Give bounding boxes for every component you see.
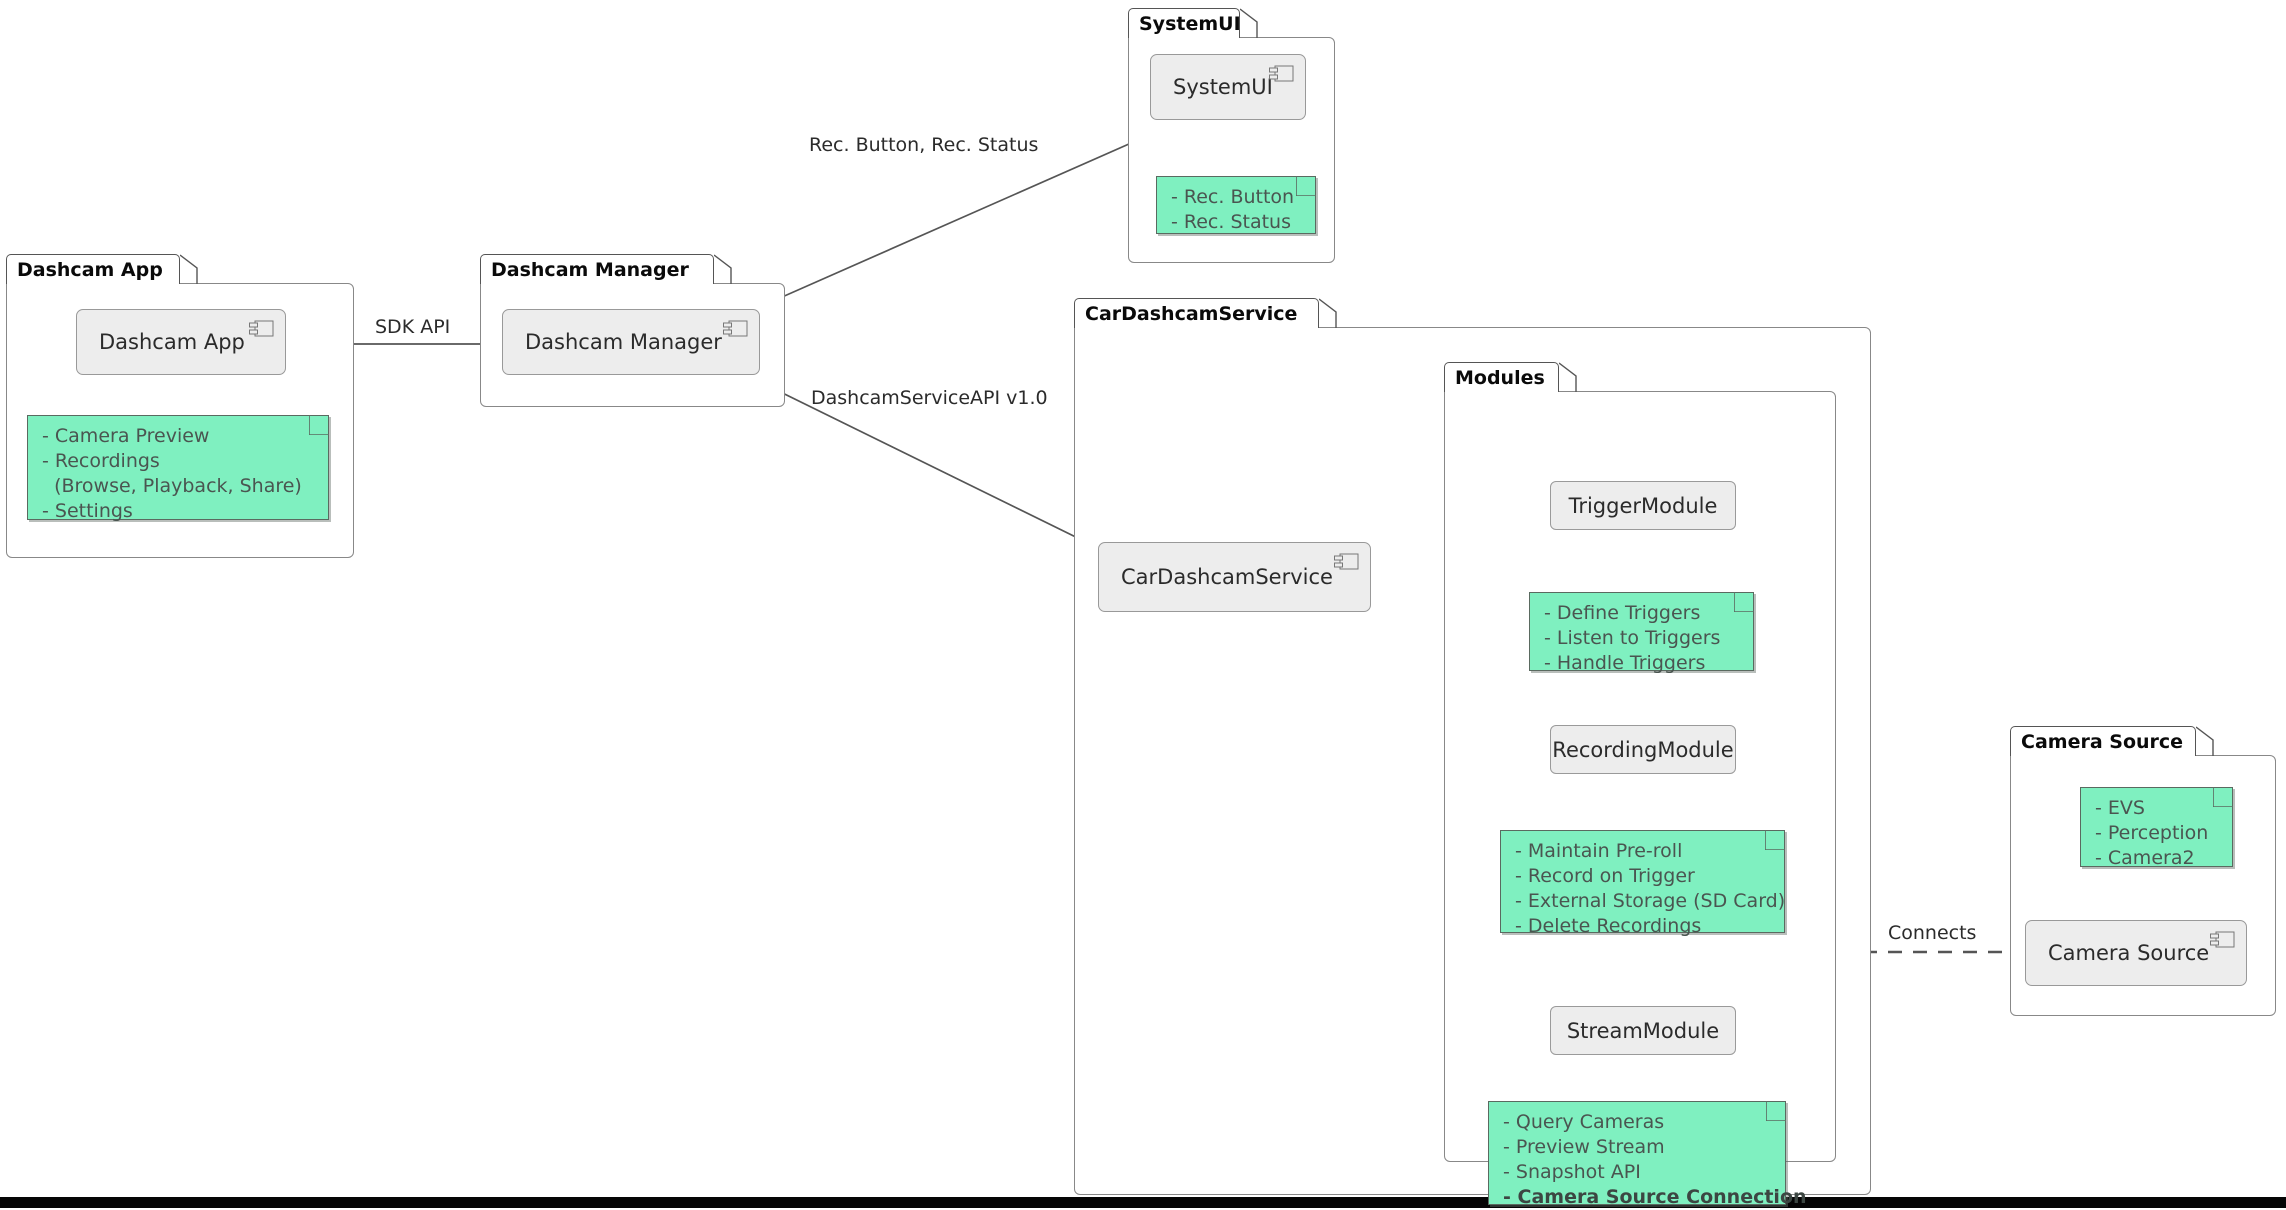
module-label: StreamModule (1566, 1018, 1720, 1043)
note-line: - Settings (42, 500, 133, 523)
package-cardashcamservice: CarDashcamService CarDashcamService Modu… (1074, 298, 1871, 1208)
note-trigger-module: - Define Triggers - Listen to Triggers -… (1529, 592, 1754, 674)
package-dashcam-app: Dashcam App Dashcam App - Camera Preview… (6, 254, 354, 558)
component-camera-source[interactable]: Camera Source (2025, 920, 2247, 986)
note-line: - Camera Preview (42, 425, 210, 447)
package-title-text: Dashcam App (17, 258, 163, 281)
note-line: - Camera2 (2095, 847, 2195, 870)
package-modules-title: Modules (1444, 362, 1559, 392)
component-icon (249, 320, 274, 337)
note-recording-module: - Maintain Pre-roll - Record on Trigger … (1500, 830, 1786, 937)
note-fold-icon (1765, 830, 1785, 850)
package-tab-slant (2196, 726, 2214, 756)
package-tab-slant (1240, 8, 1258, 38)
component-icon (2210, 931, 2235, 948)
note-line: - External Storage (SD Card) (1515, 890, 1786, 913)
note-line: - Record on Trigger (1515, 865, 1695, 888)
note-stream-module: - Query Cameras - Preview Stream - Snaps… (1488, 1101, 1807, 1208)
note-line: - Handle Triggers (1544, 652, 1706, 675)
component-label: Dashcam App (99, 330, 245, 354)
note-line: - Define Triggers (1544, 602, 1701, 624)
edge-manager-to-systemui (729, 139, 1139, 321)
edge-manager-to-service (751, 377, 1093, 546)
component-systemui[interactable]: SystemUI (1150, 54, 1306, 120)
component-icon (1334, 553, 1359, 570)
package-title-text: Camera Source (2021, 730, 2184, 753)
component-dashcam-app[interactable]: Dashcam App (76, 309, 286, 375)
edge-label-sdk-api: SDK API (375, 316, 451, 338)
note-line: - Maintain Pre-roll (1515, 840, 1683, 862)
package-title-text: CarDashcamService (1085, 302, 1298, 325)
note-line: - Preview Stream (1503, 1136, 1665, 1159)
note-line: - EVS (2095, 797, 2145, 819)
module-label: TriggerModule (1568, 493, 1718, 518)
module-label: RecordingModule (1552, 737, 1734, 762)
note-line-bold: - Camera Source Connection (1503, 1186, 1807, 1209)
package-camera-source-title: Camera Source (2010, 726, 2196, 756)
note-fold-icon (2213, 787, 2233, 807)
note-line: - Snapshot API (1503, 1161, 1641, 1184)
package-title-text: Modules (1455, 366, 1545, 389)
note-line: - Rec. Button (1171, 186, 1295, 208)
package-dashcam-manager-title: Dashcam Manager (480, 254, 714, 284)
module-recording-module[interactable]: RecordingModule (1550, 725, 1736, 774)
component-label: SystemUI (1173, 75, 1273, 99)
note-fold-icon (1296, 176, 1316, 196)
note-systemui: - Rec. Button - Rec. Status (1156, 176, 1316, 234)
note-line: - Recordings (42, 450, 160, 473)
edge-label-rec-button-status: Rec. Button, Rec. Status (809, 134, 1039, 156)
package-dashcam-manager: Dashcam Manager Dashcam Manager (480, 254, 785, 407)
edge-label-dashcamserviceapi: DashcamServiceAPI v1.0 (811, 387, 1048, 409)
note-line: - Query Cameras (1503, 1111, 1665, 1133)
package-systemui: SystemUI SystemUI - Rec. Button - Rec. S… (1128, 8, 1335, 263)
note-fold-icon (309, 415, 329, 435)
package-tab-slant (1319, 298, 1337, 328)
component-label: Camera Source (2048, 941, 2210, 965)
note-line: (Browse, Playback, Share) (42, 475, 302, 498)
note-fold-icon (1734, 592, 1754, 612)
package-tab-slant (180, 254, 198, 284)
package-dashcam-app-title: Dashcam App (6, 254, 180, 284)
note-line: - Delete Recordings (1515, 915, 1702, 938)
bottom-bar (0, 1197, 2286, 1208)
package-camera-source: Camera Source - EVS - Perception - Camer… (2010, 726, 2276, 1016)
component-dashcam-manager[interactable]: Dashcam Manager (502, 309, 760, 375)
note-dashcam-app: - Camera Preview - Recordings (Browse, P… (27, 415, 329, 522)
edge-label-connects: Connects (1888, 922, 1977, 944)
module-stream-module[interactable]: StreamModule (1550, 1006, 1736, 1055)
note-fold-icon (1766, 1101, 1786, 1121)
package-title-text: Dashcam Manager (491, 258, 689, 281)
package-modules: Modules TriggerModule - Define Triggers … (1444, 362, 1836, 1208)
component-icon (723, 320, 748, 337)
component-cardashcamservice[interactable]: CarDashcamService (1098, 542, 1371, 612)
note-camera-source: - EVS - Perception - Camera2 (2080, 787, 2233, 869)
note-line: - Rec. Status (1171, 211, 1292, 234)
package-systemui-title: SystemUI (1128, 8, 1241, 38)
module-trigger-module[interactable]: TriggerModule (1550, 481, 1736, 530)
package-tab-slant (714, 254, 732, 284)
component-icon (1269, 65, 1294, 82)
package-cardashcamservice-title: CarDashcamService (1074, 298, 1319, 328)
note-line: - Perception (2095, 822, 2209, 845)
package-title-text: SystemUI (1139, 12, 1241, 35)
component-label: CarDashcamService (1121, 565, 1333, 589)
note-line: - Listen to Triggers (1544, 627, 1721, 650)
component-label: Dashcam Manager (525, 330, 722, 354)
